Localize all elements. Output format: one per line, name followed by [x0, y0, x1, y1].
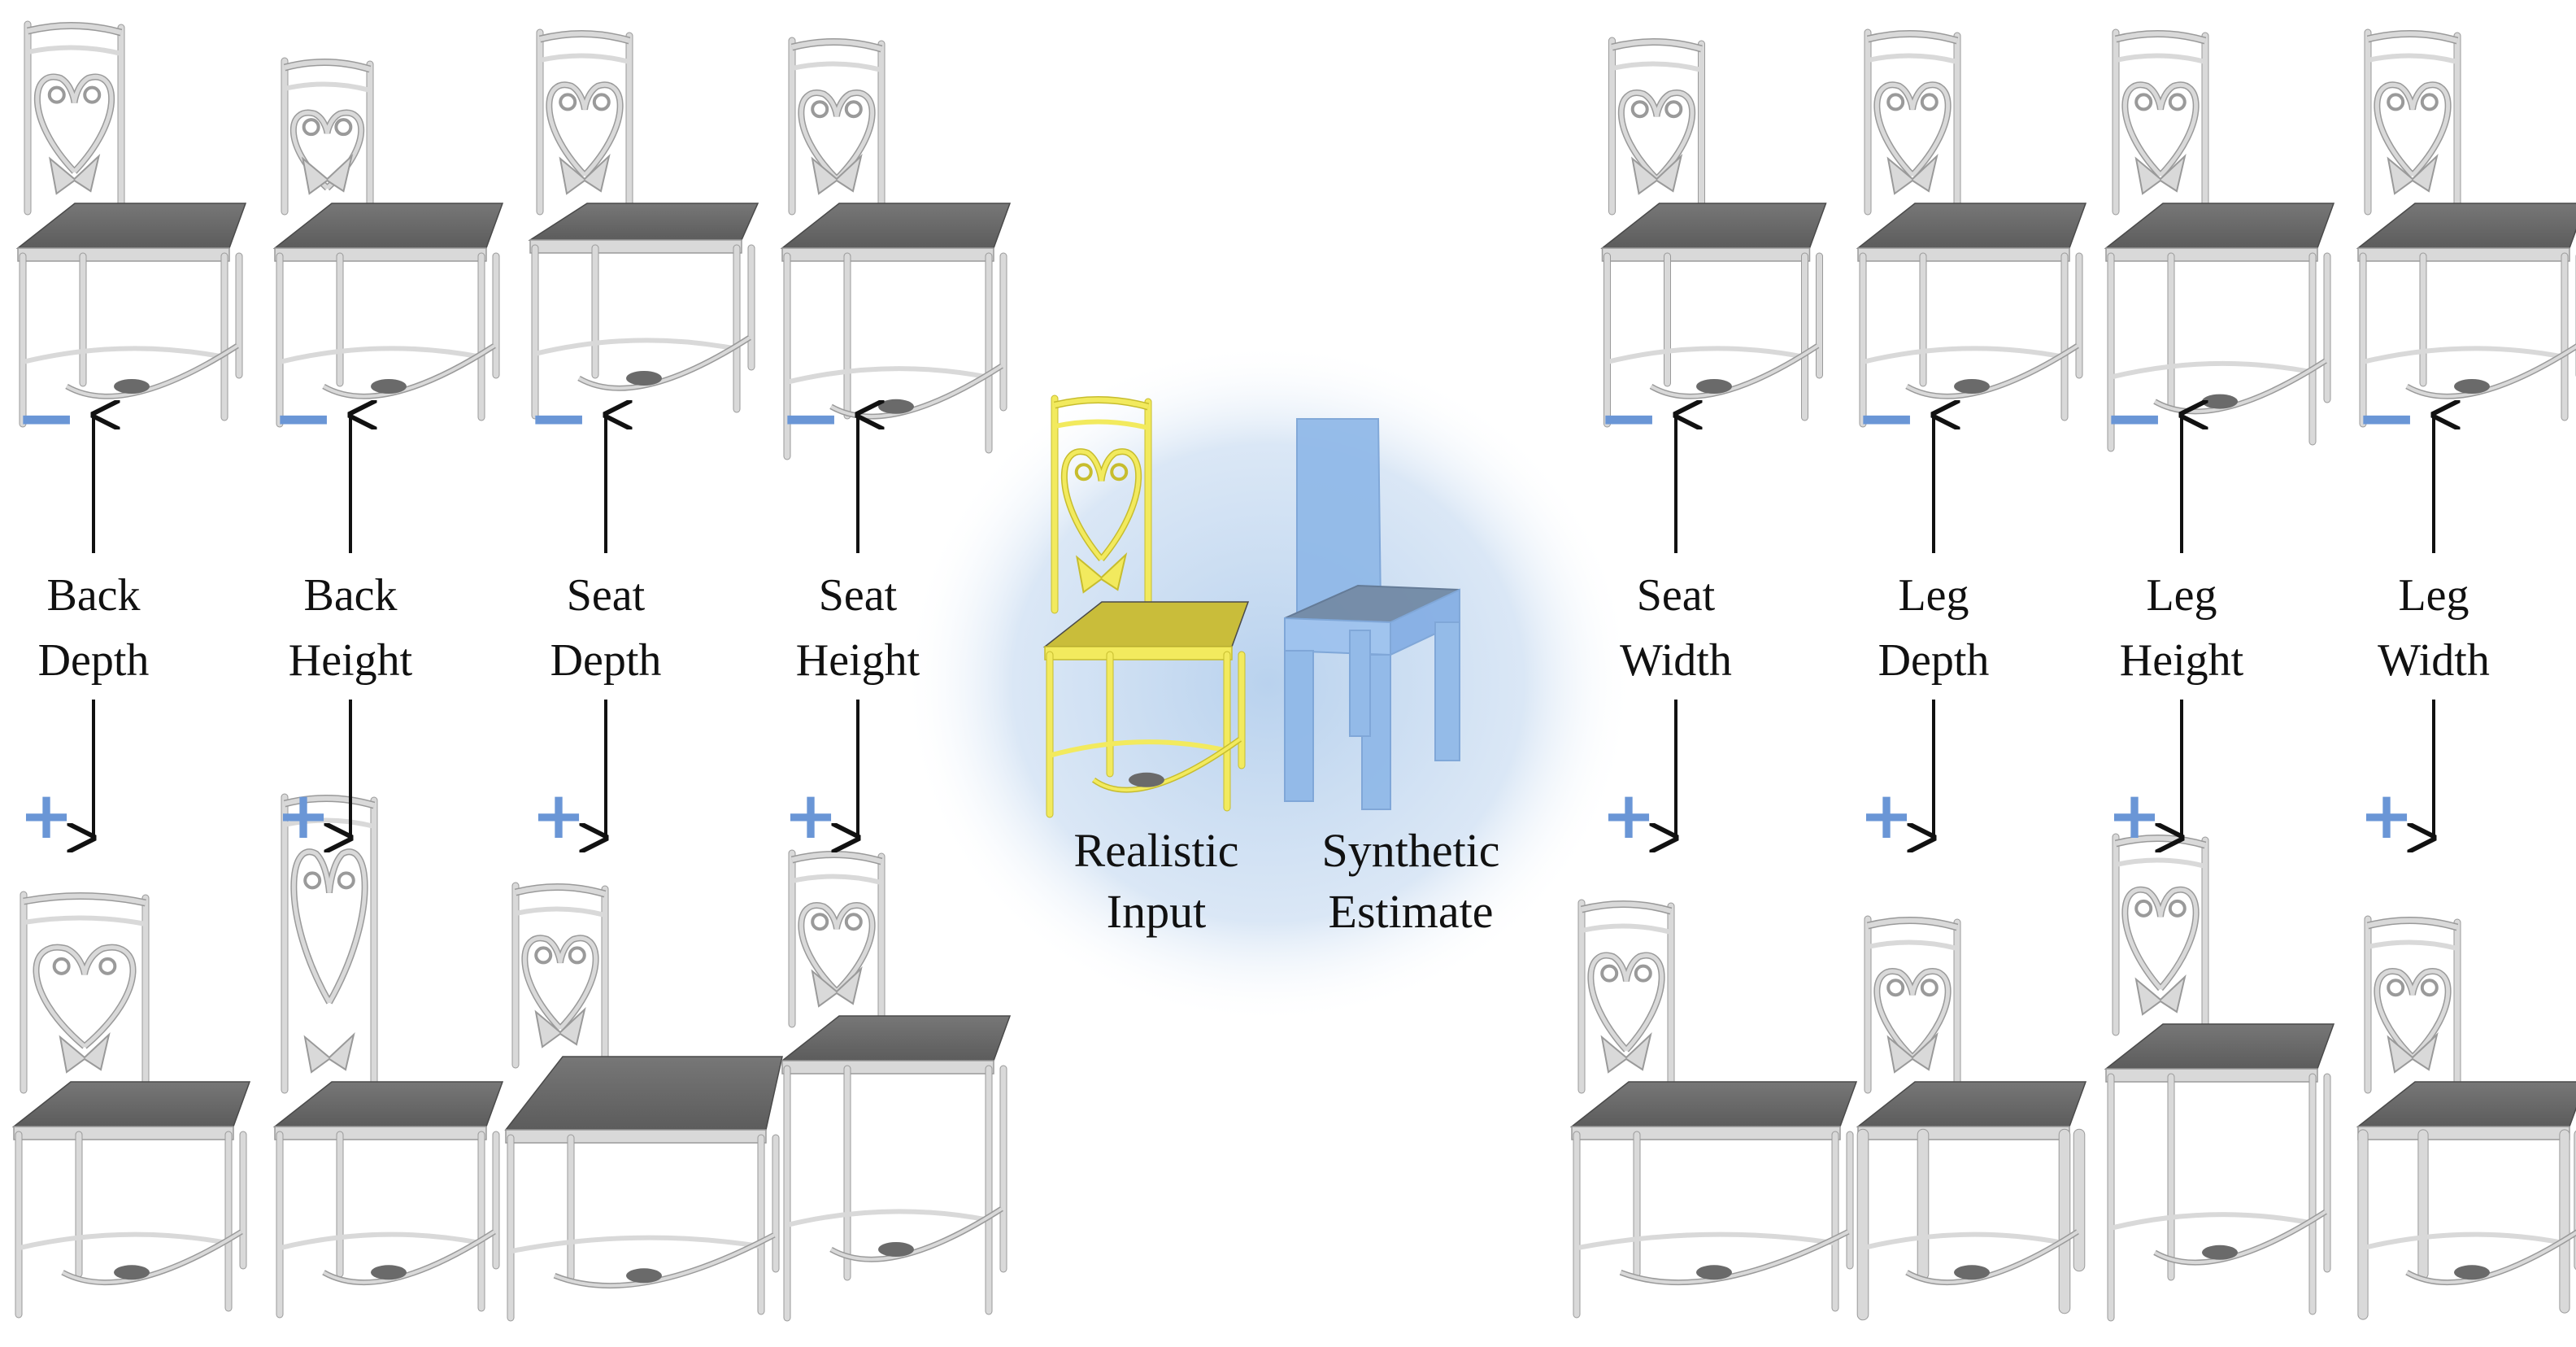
estimate-caption-line-1: Synthetic [1321, 824, 1499, 877]
chair-render [11, 891, 251, 1319]
plus-icon: + [276, 778, 330, 853]
block-chair-render [1284, 418, 1460, 810]
plus-icon: + [2359, 778, 2413, 853]
minus-icon: − [1597, 374, 1660, 461]
param-label-seat-height-line-1: Seat [819, 570, 898, 621]
chair-render [15, 20, 247, 428]
realistic-input-chair [1042, 395, 1250, 818]
param-label-seat-height-line-2: Height [796, 635, 920, 686]
chair-render [2104, 833, 2335, 1322]
input-caption-line-2: Input [1107, 885, 1206, 938]
center-panel: Realistic Input Synthetic Estimate [903, 342, 1634, 1025]
chair-render [2356, 915, 2576, 1320]
param-label-leg-height-line-2: Height [2120, 635, 2244, 686]
plus-icon: + [19, 778, 73, 853]
chair-render [272, 57, 504, 428]
param-label-leg-depth-line-2: Depth [1878, 635, 1990, 686]
plus-icon: + [1859, 778, 1913, 853]
chair-render [1856, 915, 2087, 1321]
param-label-seat-depth-line-2: Depth [550, 635, 662, 686]
input-caption-line-1: Realistic [1074, 824, 1239, 877]
chair-render [272, 793, 504, 1319]
plus-icon: + [783, 778, 838, 853]
param-label-back-depth-line-1: Back [46, 570, 140, 621]
chair-render [1600, 37, 1827, 428]
chair-render [780, 37, 1012, 460]
chair-render [2104, 28, 2335, 452]
plus-icon: + [531, 778, 585, 853]
minus-icon: − [15, 374, 77, 461]
estimate-caption-line-2: Estimate [1329, 885, 1494, 938]
param-label-back-depth-line-2: Depth [38, 635, 150, 686]
param-label-leg-width-line-2: Width [2378, 635, 2490, 686]
minus-icon: − [527, 374, 590, 461]
chair-render [780, 849, 1012, 1322]
param-label-leg-depth-line-1: Leg [1898, 570, 1969, 621]
chair-render [1569, 899, 1858, 1319]
chair-render [504, 882, 783, 1322]
center-glow [903, 342, 1634, 1025]
minus-icon: − [2355, 374, 2417, 461]
plus-icon: + [1601, 778, 1656, 853]
minus-icon: − [2103, 374, 2165, 461]
chair-render [1856, 28, 2087, 428]
param-label-seat-width-line-1: Seat [1637, 570, 1716, 621]
param-label-back-height-line-2: Height [289, 635, 413, 686]
param-label-seat-width-line-2: Width [1620, 635, 1732, 686]
minus-icon: − [272, 374, 334, 461]
param-label-back-height-line-1: Back [303, 570, 397, 621]
chair-render [1042, 395, 1250, 818]
synthetic-estimate-chair [1284, 418, 1460, 810]
chair-render [528, 28, 759, 420]
minus-icon: − [779, 374, 842, 461]
param-label-seat-depth-line-1: Seat [567, 570, 646, 621]
minus-icon: − [1855, 374, 1917, 461]
param-label-leg-height-line-1: Leg [2146, 570, 2217, 621]
chair-render [2356, 28, 2576, 428]
plus-icon: + [2107, 778, 2161, 853]
param-label-leg-width-line-1: Leg [2398, 570, 2469, 621]
